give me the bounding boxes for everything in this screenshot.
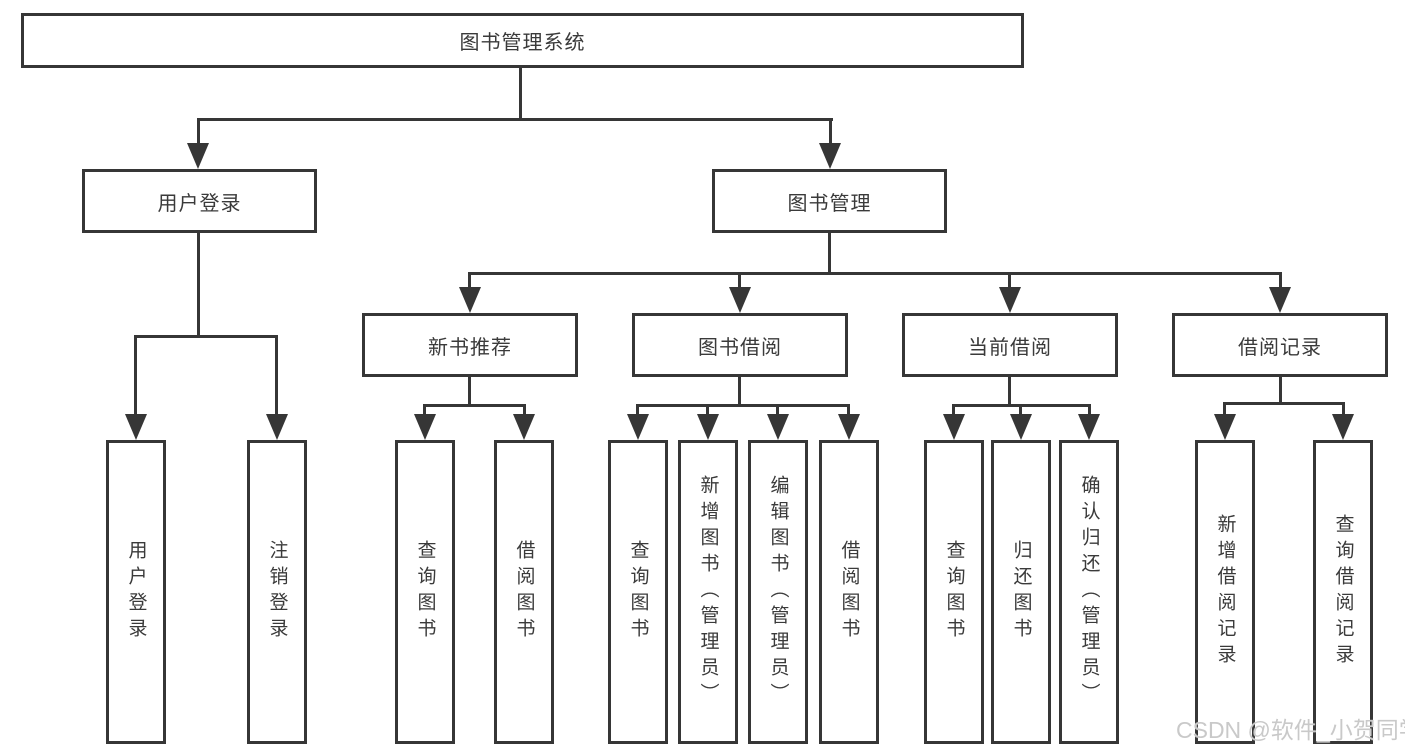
arrow-down-icon <box>187 143 209 169</box>
node-user-login-label: 用户登录 <box>157 192 242 215</box>
connector-line <box>523 404 526 418</box>
connector-line <box>1019 404 1022 418</box>
leaf-query-borrow-record-label: 查询借阅记录 <box>1332 514 1354 670</box>
connector-line <box>636 404 639 418</box>
connector-line <box>134 335 278 338</box>
leaf-edit-book-admin-label: 编辑图书（管理员） <box>767 475 789 709</box>
connector-line <box>197 118 200 148</box>
leaf-return-books-label: 归还图书 <box>1010 540 1032 644</box>
connector-line <box>468 272 471 290</box>
arrow-down-icon <box>943 414 965 440</box>
node-new-book-recommend: 新书推荐 <box>362 313 578 377</box>
leaf-query-books-borrow: 查询图书 <box>608 440 668 744</box>
node-book-borrow: 图书借阅 <box>632 313 848 377</box>
leaf-borrow-books-recommend-label: 借阅图书 <box>513 540 535 644</box>
connector-line <box>847 404 850 418</box>
connector-line <box>1279 272 1282 290</box>
leaf-query-books-borrow-label: 查询图书 <box>627 540 649 644</box>
leaf-query-books-current-label: 查询图书 <box>943 540 965 644</box>
arrow-down-icon <box>266 414 288 440</box>
connector-line <box>468 272 1282 275</box>
leaf-user-login-label: 用户登录 <box>125 540 147 644</box>
connector-line <box>468 377 471 407</box>
leaf-confirm-return-admin-label: 确认归还（管理员） <box>1078 475 1100 709</box>
arrow-down-icon <box>125 414 147 440</box>
leaf-borrow-books: 借阅图书 <box>819 440 879 744</box>
leaf-edit-book-admin: 编辑图书（管理员） <box>748 440 808 744</box>
arrow-down-icon <box>697 414 719 440</box>
leaf-query-books-recommend-label: 查询图书 <box>414 540 436 644</box>
connector-line <box>197 233 200 338</box>
connector-line <box>519 68 522 121</box>
node-current-borrow-label: 当前借阅 <box>968 336 1052 359</box>
arrow-down-icon <box>1078 414 1100 440</box>
connector-line <box>829 118 832 148</box>
arrow-down-icon <box>1214 414 1236 440</box>
arrow-down-icon <box>838 414 860 440</box>
leaf-borrow-books-recommend: 借阅图书 <box>494 440 554 744</box>
leaf-add-borrow-record: 新增借阅记录 <box>1195 440 1255 744</box>
node-borrow-records-label: 借阅记录 <box>1238 336 1322 359</box>
connector-line <box>1223 402 1345 405</box>
connector-line <box>423 404 426 418</box>
node-user-login: 用户登录 <box>82 169 317 233</box>
node-book-management-label: 图书管理 <box>787 192 872 215</box>
leaf-add-borrow-record-label: 新增借阅记录 <box>1214 514 1236 670</box>
connector-line <box>738 377 741 407</box>
connector-line <box>738 272 741 290</box>
arrow-down-icon <box>414 414 436 440</box>
arrow-down-icon <box>459 287 481 313</box>
connector-line <box>952 404 955 418</box>
node-borrow-records: 借阅记录 <box>1172 313 1388 377</box>
arrow-down-icon <box>1010 414 1032 440</box>
connector-line <box>636 404 850 407</box>
leaf-query-books-recommend: 查询图书 <box>395 440 455 744</box>
arrow-down-icon <box>999 287 1021 313</box>
connector-line <box>776 404 779 418</box>
arrow-down-icon <box>513 414 535 440</box>
connector-line <box>1008 272 1011 290</box>
node-book-borrow-label: 图书借阅 <box>698 336 782 359</box>
node-root: 图书管理系统 <box>21 13 1024 68</box>
connector-line <box>275 335 278 418</box>
node-book-management: 图书管理 <box>712 169 947 233</box>
connector-line <box>1279 377 1282 405</box>
node-new-book-recommend-label: 新书推荐 <box>428 336 512 359</box>
connector-line <box>1342 402 1345 418</box>
leaf-query-books-current: 查询图书 <box>924 440 984 744</box>
connector-line <box>1223 402 1226 418</box>
arrow-down-icon <box>1332 414 1354 440</box>
node-current-borrow: 当前借阅 <box>902 313 1118 377</box>
connector-line <box>706 404 709 418</box>
leaf-confirm-return-admin: 确认归还（管理员） <box>1059 440 1119 744</box>
connector-line <box>828 233 831 275</box>
connector-line <box>197 118 833 121</box>
node-root-label: 图书管理系统 <box>459 32 586 54</box>
leaf-borrow-books-label: 借阅图书 <box>838 540 860 644</box>
arrow-down-icon <box>819 143 841 169</box>
leaf-return-books: 归还图书 <box>991 440 1051 744</box>
leaf-user-login: 用户登录 <box>106 440 166 744</box>
watermark: CSDN @软件_小贺同学 <box>1176 717 1405 743</box>
arrow-down-icon <box>729 287 751 313</box>
connector-line <box>1008 377 1011 407</box>
arrow-down-icon <box>627 414 649 440</box>
connector-line <box>423 404 526 407</box>
leaf-logout: 注销登录 <box>247 440 307 744</box>
leaf-add-book-admin-label: 新增图书（管理员） <box>697 475 719 709</box>
arrow-down-icon <box>1269 287 1291 313</box>
connector-line <box>1088 404 1091 418</box>
leaf-logout-label: 注销登录 <box>266 540 288 644</box>
connector-line <box>134 335 137 418</box>
leaf-add-book-admin: 新增图书（管理员） <box>678 440 738 744</box>
arrow-down-icon <box>767 414 789 440</box>
leaf-query-borrow-record: 查询借阅记录 <box>1313 440 1373 744</box>
